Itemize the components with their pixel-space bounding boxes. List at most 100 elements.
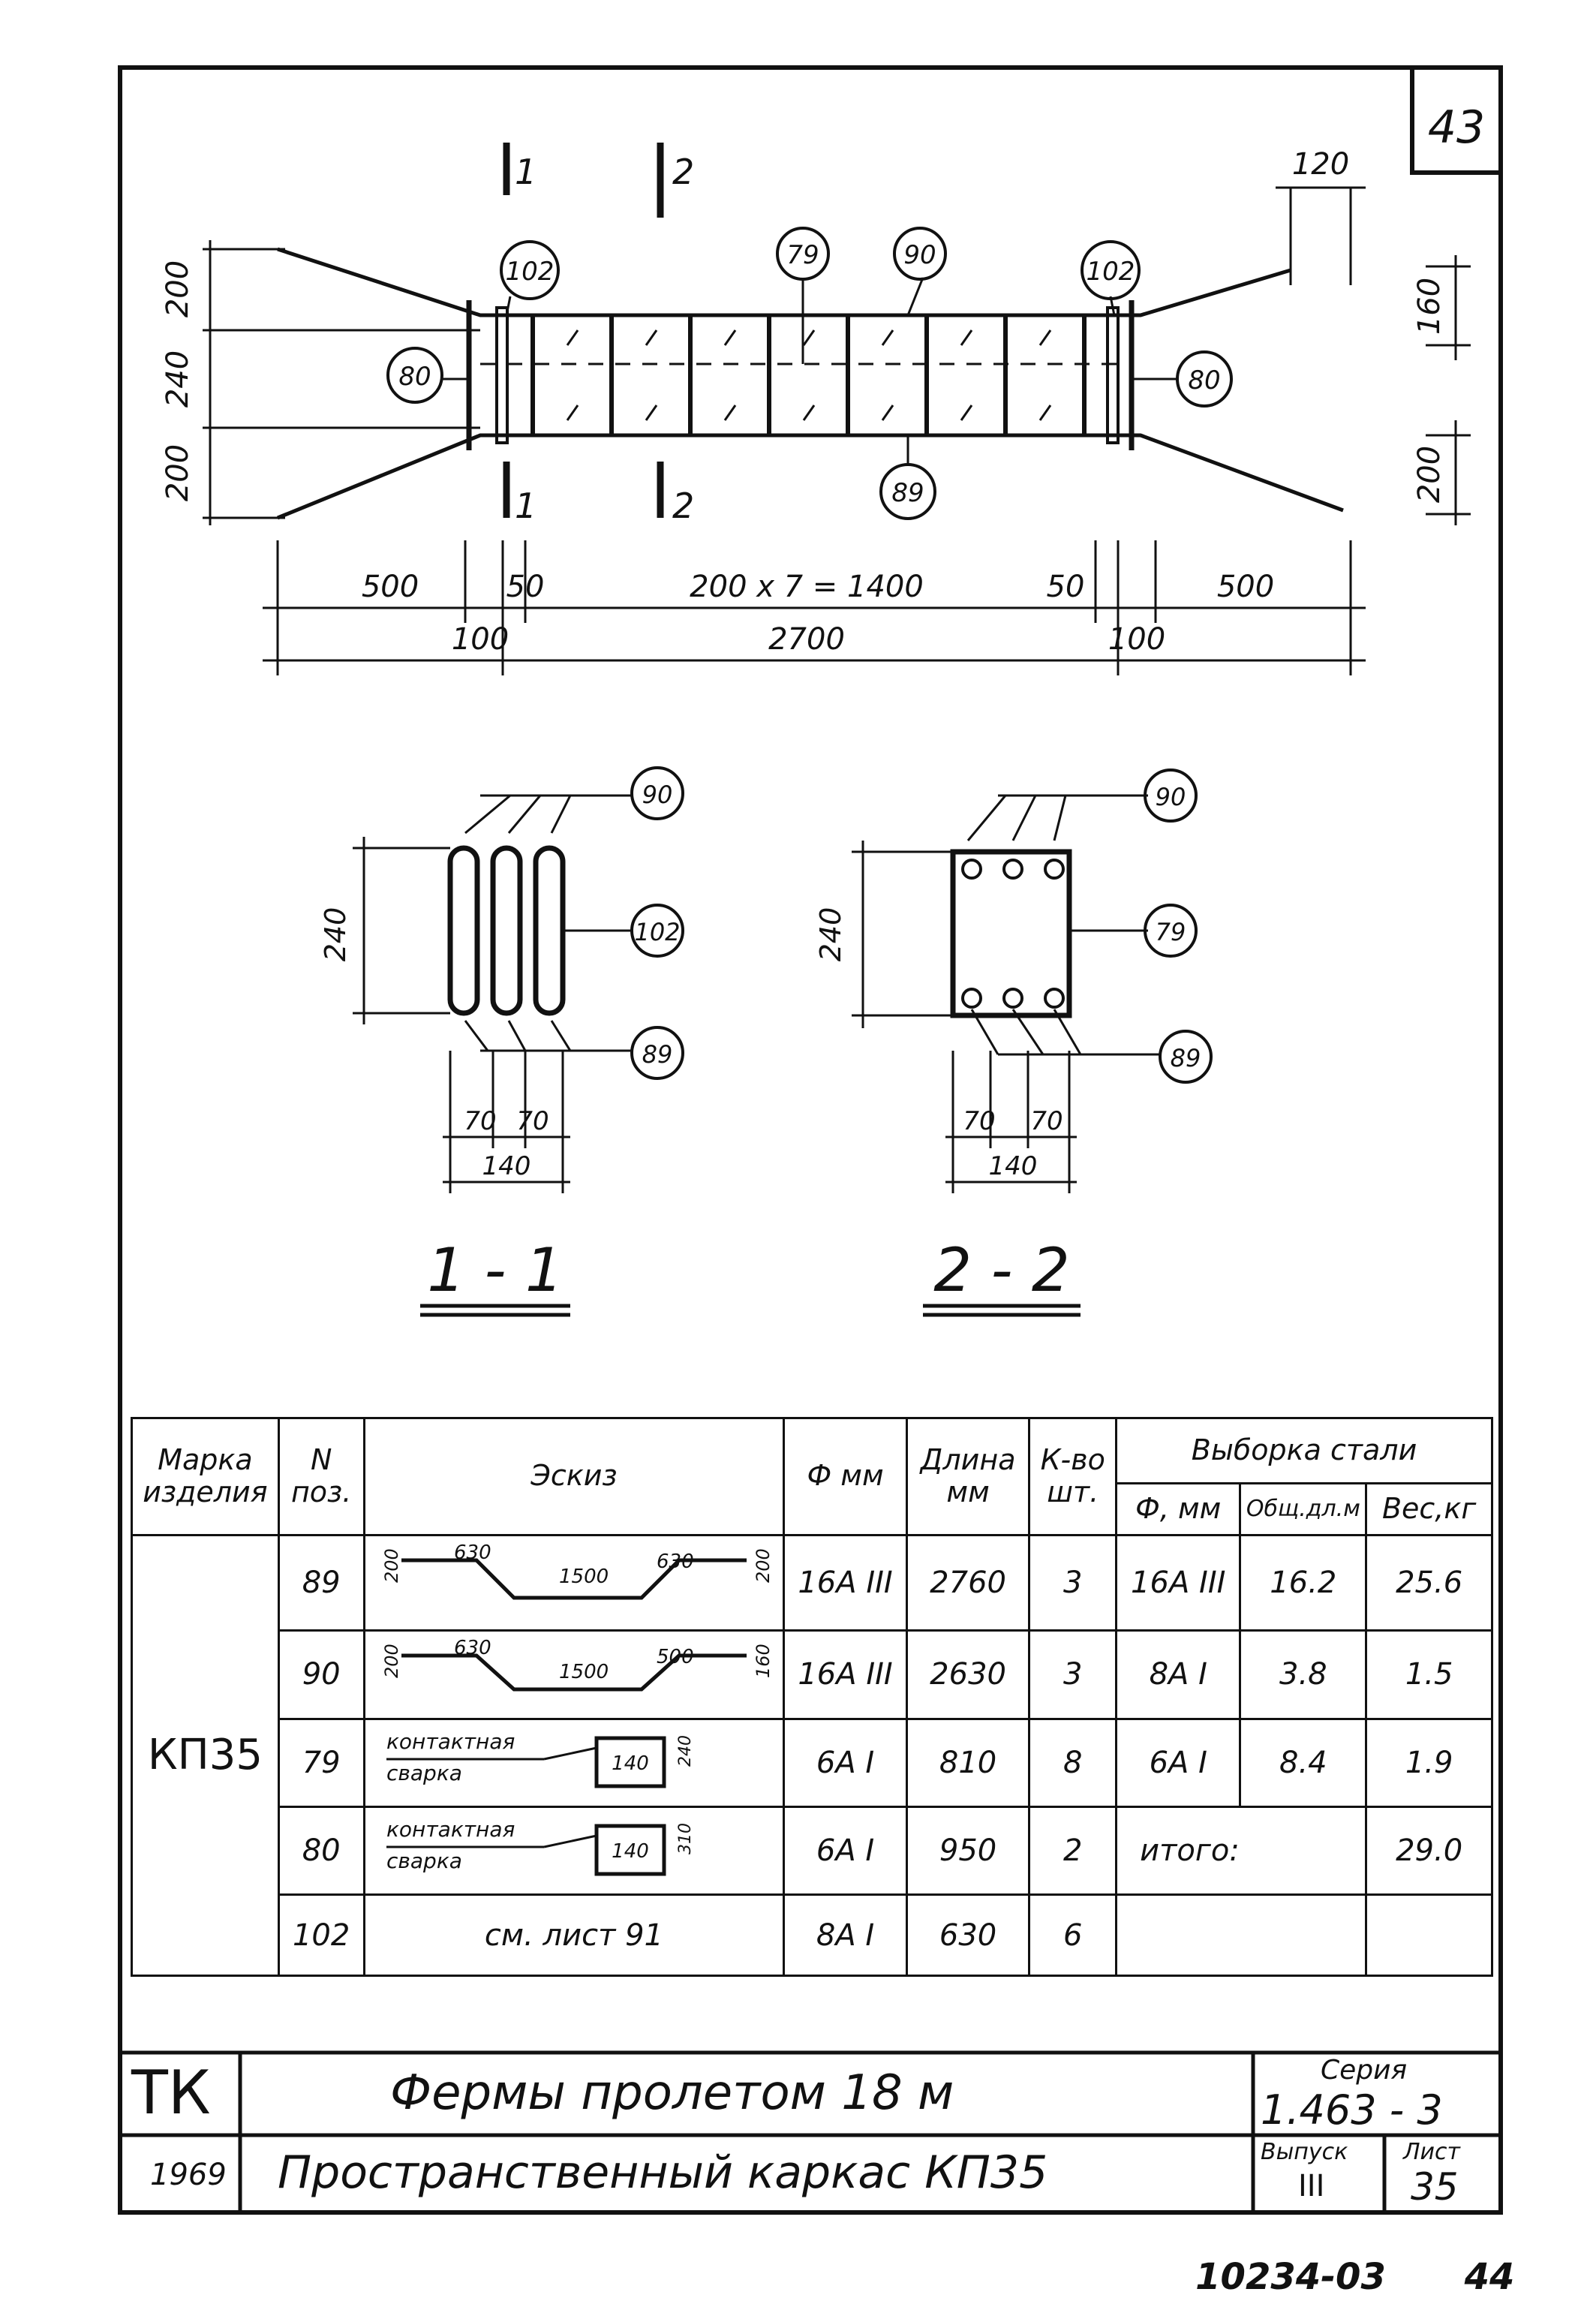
s22-bubble-90: 90: [1156, 783, 1186, 811]
s22-dim-140: 140: [989, 1151, 1038, 1181]
svg-text:630: 630: [454, 1542, 491, 1564]
section-title-2-2: 2 - 2: [933, 1235, 1070, 1305]
svg-text:310: 310: [676, 1823, 695, 1854]
tb-year: 1969: [150, 2158, 227, 2192]
th-length: Длина мм: [905, 1417, 1031, 1536]
cell-empty: [1365, 1893, 1493, 1977]
svg-text:200: 200: [381, 1644, 402, 1679]
section-mark-1-bottom: 1: [515, 486, 537, 526]
cell-dia: 16А III: [783, 1629, 908, 1720]
dim-50-left: 50: [506, 570, 545, 604]
dim-right-200: 200: [1412, 446, 1447, 503]
tb-issue-label: Выпуск: [1261, 2139, 1348, 2165]
bubble-80-left: 80: [398, 362, 431, 392]
tb-issue-value: III: [1298, 2169, 1325, 2203]
s22-dim-70b: 70: [1030, 1106, 1062, 1136]
svg-text:140: 140: [612, 1840, 649, 1863]
bubble-80-right: 80: [1188, 365, 1220, 396]
th-dia: Ф мм: [783, 1417, 908, 1536]
dim-500-left: 500: [362, 570, 419, 604]
cell-length: 2760: [905, 1533, 1031, 1632]
top-chord-line: [277, 247, 1291, 317]
sketch-89: 200 630 1500 630 200: [381, 1542, 774, 1600]
verticals: [530, 315, 1087, 435]
dim-left-200-bottom: 200: [161, 444, 195, 501]
tb-org: ТК: [131, 2058, 211, 2128]
cell-sketch-89: 200 630 1500 630 200: [362, 1533, 786, 1632]
svg-text:контактная: контактная: [386, 1817, 515, 1842]
svg-text:сварка: сварка: [386, 1848, 462, 1873]
bubble-102-right: 102: [1087, 257, 1135, 287]
s11-dim-70a: 70: [464, 1106, 496, 1136]
bubble-90: 90: [903, 240, 936, 270]
tb-sheet-value: 35: [1411, 2165, 1459, 2209]
page-number: 44: [1464, 2256, 1515, 2298]
cell-pos: 79: [277, 1717, 365, 1808]
cell-steel-total: 16.2: [1239, 1533, 1368, 1632]
svg-text:160: 160: [753, 1644, 774, 1679]
cell-steel-weight: 1.9: [1365, 1717, 1493, 1808]
tb-series-value: 1.463 - 3: [1261, 2086, 1443, 2134]
th-steel-weight: Вес,кг: [1365, 1482, 1493, 1536]
section-2-2: [852, 769, 1213, 1317]
s22-dim-70a: 70: [963, 1106, 995, 1136]
dim-500-right: 500: [1217, 570, 1274, 604]
cell-length: 630: [905, 1893, 1031, 1977]
svg-text:контактная: контактная: [386, 1729, 515, 1754]
cell-dia: 16А III: [783, 1533, 908, 1632]
cell-length: 810: [905, 1717, 1031, 1808]
s11-dim-140: 140: [482, 1151, 531, 1181]
cell-sketch-90: 200 630 1500 500 160: [362, 1629, 786, 1720]
s22-bubble-79: 79: [1156, 918, 1186, 946]
section-1-1: [353, 766, 684, 1317]
th-mark: Марка изделия: [131, 1417, 280, 1536]
cell-length: 2630: [905, 1629, 1031, 1720]
section-mark-2-bottom: 2: [672, 486, 694, 526]
th-steel: Выборка стали: [1115, 1416, 1493, 1485]
cell-pos: 89: [277, 1533, 365, 1632]
cell-qty: 2: [1028, 1805, 1118, 1896]
th-steel-dia: Ф, мм: [1115, 1482, 1242, 1536]
bubble-89: 89: [891, 478, 924, 508]
cell-qty: 3: [1028, 1629, 1118, 1720]
s11-bubble-89: 89: [642, 1040, 673, 1069]
inventory-number: 10234-03: [1195, 2256, 1386, 2298]
cell-steel-dia: 6А I: [1115, 1717, 1242, 1808]
sheet-frame: [118, 65, 1503, 2215]
plate-102-right: [1106, 306, 1120, 444]
corner-box: [1410, 65, 1503, 175]
sketch-90: 200 630 1500 500 160: [381, 1637, 774, 1692]
spec-table: Марка изделия N поз. Эскиз Ф мм Длина мм…: [131, 1416, 1493, 1978]
svg-text:200: 200: [381, 1548, 402, 1583]
cell-dia: 6А I: [783, 1717, 908, 1808]
cell-total-label: итого:: [1115, 1805, 1368, 1896]
cell-steel-weight: 1.5: [1365, 1629, 1493, 1720]
cell-dia: 6А I: [783, 1805, 908, 1896]
bottom-chord-line: [277, 433, 1344, 520]
s22-bubble-89: 89: [1171, 1044, 1201, 1072]
tb-title: Фермы пролетом 18 м: [390, 2065, 954, 2121]
tb-subtitle: Пространственный каркас КП35: [278, 2146, 1048, 2199]
svg-text:1500: 1500: [559, 1661, 609, 1683]
plate-102-left: [495, 306, 509, 444]
cell-qty: 8: [1028, 1717, 1118, 1808]
s11-bubble-90: 90: [642, 781, 673, 809]
th-qty: К-во шт.: [1028, 1417, 1118, 1536]
th-pos: N поз.: [277, 1417, 365, 1536]
cell-pos: 80: [277, 1805, 365, 1896]
th-steel-total: Общ.дл.м: [1239, 1482, 1368, 1536]
dim-left-240: 240: [161, 350, 195, 408]
cell-length: 950: [905, 1805, 1031, 1896]
dim-100-right: 100: [1108, 622, 1165, 657]
dim-50-right: 50: [1047, 570, 1085, 604]
cell-steel-dia: 16А III: [1115, 1533, 1242, 1632]
cell-qty: 3: [1028, 1533, 1118, 1632]
cell-pos: 102: [277, 1893, 365, 1977]
svg-text:240: 240: [676, 1735, 695, 1767]
cell-dia: 8А I: [783, 1893, 908, 1977]
cell-mark-value: КП35: [131, 1533, 280, 1978]
svg-text:1500: 1500: [559, 1566, 609, 1588]
svg-text:140: 140: [612, 1752, 649, 1775]
svg-text:630: 630: [454, 1637, 491, 1659]
